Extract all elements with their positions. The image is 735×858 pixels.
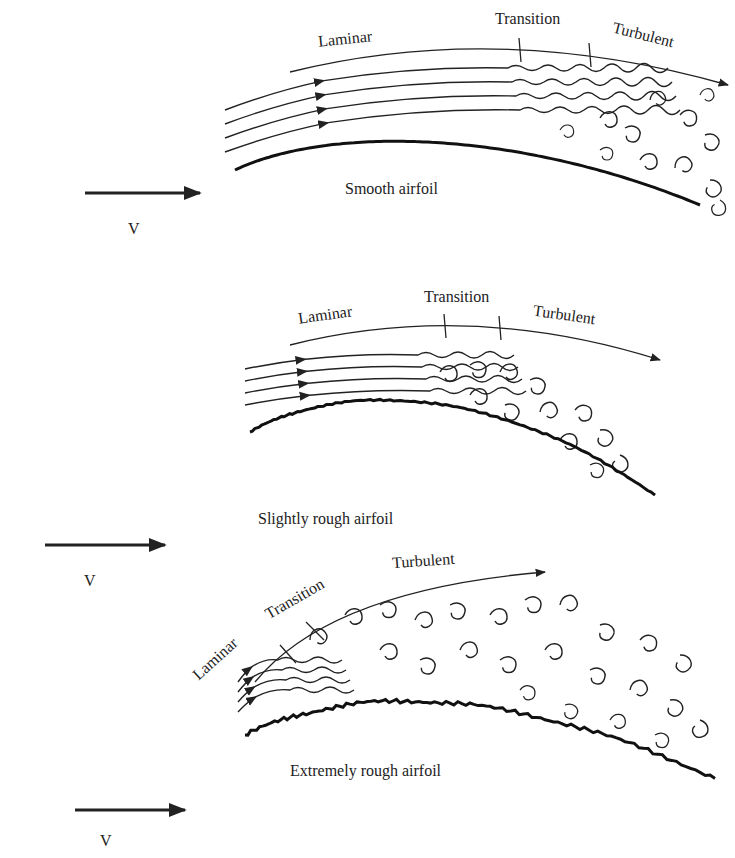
streamline bbox=[225, 109, 327, 138]
region-arrow bbox=[255, 38, 728, 682]
streamline bbox=[238, 667, 252, 682]
turbulent-eddy bbox=[415, 655, 438, 677]
velocity-label: V bbox=[84, 572, 96, 590]
turbulent-eddy bbox=[640, 154, 657, 169]
streamline bbox=[245, 359, 306, 369]
turbulent-eddy bbox=[459, 641, 478, 659]
region-label: Turbulent bbox=[611, 19, 676, 51]
turbulent-eddy bbox=[525, 375, 548, 397]
streamline bbox=[325, 78, 672, 95]
streamline bbox=[310, 388, 526, 396]
turbulent-eddy bbox=[600, 112, 617, 127]
turbulent-eddy bbox=[377, 599, 398, 619]
velocity-label: V bbox=[128, 220, 140, 238]
turbulent-eddy bbox=[560, 125, 574, 137]
turbulent-eddy bbox=[519, 684, 537, 700]
turbulent-eddy bbox=[699, 88, 715, 103]
turbulent-eddy bbox=[499, 363, 518, 381]
turbulent-eddy bbox=[672, 652, 694, 675]
streamline bbox=[255, 677, 350, 687]
region-label: Laminar bbox=[297, 302, 353, 327]
airfoil-curve bbox=[235, 141, 700, 205]
turbulent-eddy bbox=[560, 701, 581, 722]
velocity-label: V bbox=[100, 832, 112, 850]
turbulent-eddy bbox=[672, 154, 695, 176]
turbulent-eddy bbox=[699, 130, 722, 153]
streamline bbox=[245, 383, 308, 393]
turbulent-eddy bbox=[414, 611, 433, 629]
streamline bbox=[252, 657, 342, 667]
turbulent-eddy bbox=[678, 109, 697, 127]
turbulent-eddy bbox=[470, 389, 487, 404]
streamline bbox=[245, 395, 310, 405]
region-label: Transition bbox=[262, 575, 327, 623]
region-label: Turbulent bbox=[532, 302, 596, 328]
turbulent-eddy bbox=[345, 609, 362, 624]
turbulent-eddy bbox=[585, 665, 608, 687]
turbulent-eddy bbox=[638, 634, 657, 652]
turbulent-eddy bbox=[691, 719, 709, 738]
turbulent-eddy bbox=[545, 644, 562, 659]
turbulent-eddy bbox=[712, 200, 726, 215]
turbulent-eddy bbox=[538, 400, 559, 420]
turbulent-eddy bbox=[611, 454, 629, 473]
streamline bbox=[245, 371, 307, 381]
airfoil-curve bbox=[250, 399, 655, 495]
turbulent-eddy bbox=[490, 609, 507, 624]
turbulent-eddy bbox=[467, 359, 488, 379]
turbulent-eddy bbox=[558, 593, 579, 613]
streamline bbox=[324, 64, 668, 81]
turbulent-eddy bbox=[522, 594, 543, 614]
airfoil-caption: Extremely rough airfoil bbox=[290, 762, 441, 780]
region-label: Transition bbox=[424, 288, 489, 306]
turbulent-eddy bbox=[573, 404, 592, 422]
turbulent-eddy bbox=[497, 654, 518, 674]
turbulent-eddy bbox=[594, 620, 617, 643]
turbulent-eddy bbox=[648, 89, 667, 107]
turbulent-eddy bbox=[380, 644, 397, 659]
airfoil-caption: Smooth airfoil bbox=[345, 180, 438, 198]
streamline bbox=[253, 667, 346, 677]
turbulent-eddy bbox=[597, 145, 614, 161]
flow-lines bbox=[225, 64, 726, 750]
streamline bbox=[306, 352, 514, 360]
turbulent-eddy bbox=[445, 600, 468, 622]
turbulent-eddy bbox=[651, 730, 671, 750]
turbulent-eddy bbox=[620, 123, 643, 145]
turbulent-eddy bbox=[663, 696, 686, 719]
airfoil-surface bbox=[235, 141, 715, 778]
streamline bbox=[308, 376, 522, 384]
region-label: Laminar bbox=[189, 634, 241, 683]
streamline bbox=[225, 95, 325, 124]
streamline bbox=[327, 92, 676, 109]
velocity-arrow bbox=[45, 193, 200, 810]
region-label: Transition bbox=[495, 10, 560, 28]
turbulent-eddy bbox=[440, 366, 457, 381]
streamline bbox=[256, 687, 354, 697]
region-label: Turbulent bbox=[391, 550, 455, 572]
turbulent-eddy bbox=[307, 626, 330, 648]
turbulent-eddy bbox=[593, 426, 616, 449]
streamline bbox=[328, 106, 680, 123]
region-label: Laminar bbox=[317, 27, 373, 50]
turbulent-eddy bbox=[702, 177, 724, 200]
turbulent-eddy bbox=[610, 714, 625, 728]
streamline bbox=[225, 81, 324, 110]
airfoil-caption: Slightly rough airfoil bbox=[258, 510, 393, 528]
turbulent-eddy bbox=[628, 678, 649, 698]
